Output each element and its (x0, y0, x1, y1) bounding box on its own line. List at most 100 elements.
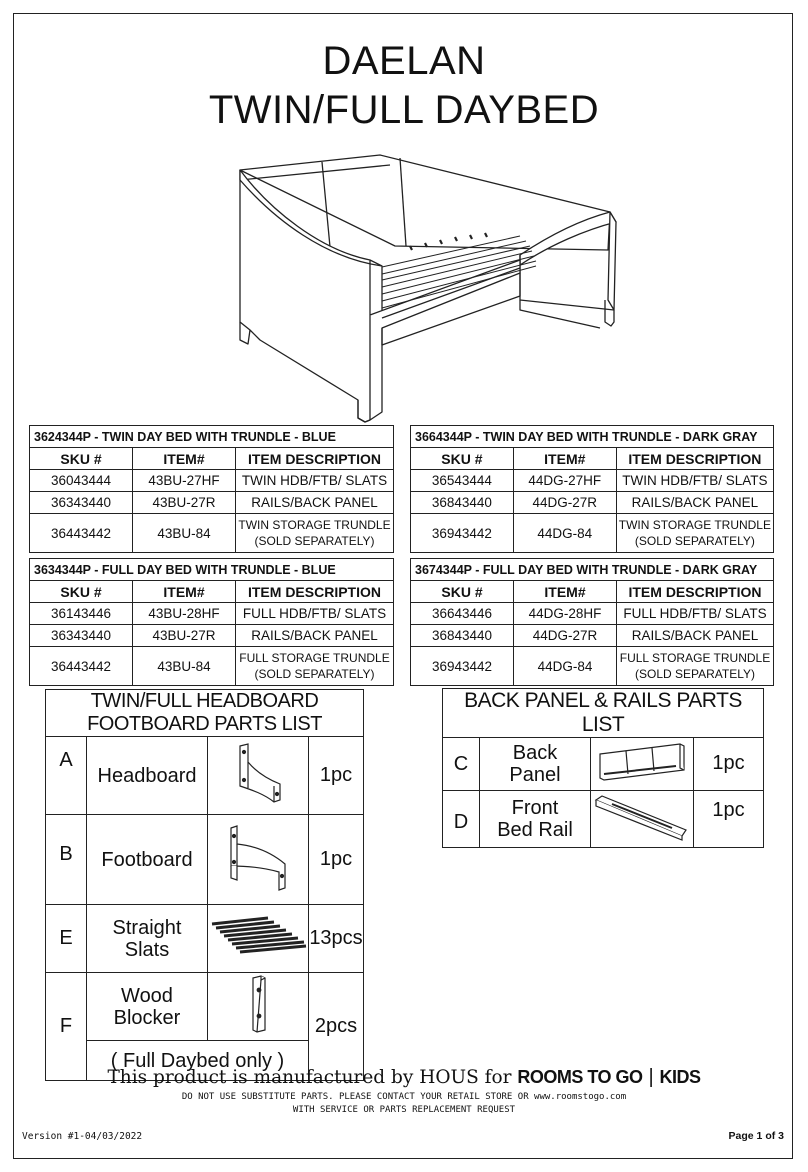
brand-divider: | (648, 1066, 654, 1088)
column-header: SKU # (410, 447, 514, 470)
part-quantity: 1pc (693, 737, 764, 791)
sku-cell: 36843440 (410, 624, 514, 647)
notice-line: DO NOT USE SUBSTITUTE PARTS. PLEASE CONT… (181, 1092, 627, 1102)
description-cell: TWIN STORAGE TRUNDLE (SOLD SEPARATELY) (615, 513, 775, 553)
item-cell: 43BU-27R (132, 491, 236, 514)
column-header: ITEM DESCRIPTION (235, 447, 394, 470)
sku-cell: 36943442 (410, 646, 514, 686)
part-name-line: Straight (112, 916, 182, 939)
hdb-ftb-parts-list: TWIN/FULL HEADBOARD FOOTBOARD PARTS LIST… (45, 689, 364, 1081)
part-letter: A (45, 736, 87, 815)
column-header: ITEM# (512, 447, 617, 470)
sku-cell: 36643446 (410, 602, 514, 625)
part-image-cell (207, 814, 309, 905)
description-line: (SOLD SEPARATELY) (634, 534, 755, 548)
item-cell: 44DG-84 (512, 513, 617, 553)
part-name-line: Front (511, 797, 559, 819)
back-panel-icon (599, 742, 685, 781)
part-letter: D (442, 790, 480, 848)
page-border (13, 13, 793, 1159)
footboard-icon (230, 825, 286, 891)
sku-table-header: 3664344P - TWIN DAY BED WITH TRUNDLE - D… (410, 425, 774, 448)
sku-cell: 36443442 (29, 646, 133, 686)
description-cell: FULL HDB/FTB/ SLATS (235, 602, 394, 625)
item-cell: 44DG-27R (512, 491, 617, 514)
column-header: ITEM# (132, 580, 236, 603)
sku-cell: 36043444 (29, 469, 133, 492)
product-title: TWIN/FULL DAYBED (208, 88, 600, 132)
part-letter: F (45, 972, 87, 1081)
product-name: DAELAN (322, 39, 486, 83)
front-rail-icon (594, 794, 687, 841)
sku-table-twin-blue: 3624344P - TWIN DAY BED WITH TRUNDLE - B… (29, 425, 394, 553)
description-line: (SOLD SEPARATELY) (254, 534, 375, 548)
description-line: (SOLD SEPARATELY) (254, 667, 375, 681)
part-name-line: Bed Rail (497, 819, 573, 841)
sku-table-header: 3634344P - FULL DAY BED WITH TRUNDLE - B… (29, 558, 394, 581)
part-name: Headboard (86, 736, 208, 815)
column-header: SKU # (29, 580, 133, 603)
description-line: TWIN STORAGE TRUNDLE (618, 518, 771, 532)
part-name-line: Panel (509, 764, 561, 786)
sku-cell: 36843440 (410, 491, 514, 514)
part-name: Footboard (86, 814, 208, 905)
parts-list-title: TWIN/FULL HEADBOARD FOOTBOARD PARTS LIST (45, 689, 364, 737)
sku-cell: 36343440 (29, 491, 133, 514)
part-image-cell (207, 904, 309, 973)
part-quantity: 13pcs (308, 904, 364, 973)
description-cell: RAILS/BACK PANEL (615, 491, 775, 514)
parts-list-title: BACK PANEL & RAILS PARTS LIST (442, 688, 764, 738)
description-cell: FULL STORAGE TRUNDLE(SOLD SEPARATELY) (616, 646, 774, 686)
version-text: Version #1-04/03/2022 (22, 1131, 143, 1142)
manufacturer-line: This product is manufactured by HOUS for… (0, 1066, 808, 1089)
part-name-line: Back (512, 742, 558, 764)
column-header: ITEM# (132, 447, 236, 470)
column-header: ITEM DESCRIPTION (615, 447, 775, 470)
description-cell: TWIN STORAGE TRUNDLE(SOLD SEPARATELY) (235, 513, 394, 553)
page-number: Page 1 of 3 (728, 1130, 784, 1142)
description-cell: RAILS/BACK PANEL (235, 624, 394, 647)
description-line: (SOLD SEPARATELY) (634, 667, 756, 681)
brand-kids-logo: KIDS (659, 1067, 702, 1087)
part-name-line: Blocker (113, 1006, 181, 1029)
description-cell: FULL STORAGE TRUNDLE(SOLD SEPARATELY) (235, 646, 394, 686)
item-cell: 43BU-84 (132, 646, 236, 686)
part-quantity: 1pc (308, 736, 364, 815)
part-quantity: 1pc (693, 790, 764, 848)
sku-table-header: 3624344P - TWIN DAY BED WITH TRUNDLE - B… (29, 425, 394, 448)
item-cell: 43BU-27HF (132, 469, 236, 492)
part-name-line: Slats (124, 938, 170, 961)
column-header: SKU # (29, 447, 133, 470)
description-cell: FULL HDB/FTB/ SLATS (616, 602, 774, 625)
sku-table-header: 3674344P - FULL DAY BED WITH TRUNDLE - D… (410, 558, 774, 581)
part-image-cell (207, 972, 309, 1041)
description-cell: TWIN HDB/FTB/ SLATS (235, 469, 394, 492)
part-letter: B (45, 814, 87, 905)
part-quantity: 1pc (308, 814, 364, 905)
item-cell: 44DG-27HF (512, 469, 617, 492)
column-header: SKU # (410, 580, 514, 603)
item-cell: 43BU-84 (132, 513, 236, 553)
sku-cell: 36543444 (410, 469, 514, 492)
part-row: B Footboard 1pc (45, 814, 364, 905)
sku-cell: 36943442 (410, 513, 514, 553)
sku-cell: 36343440 (29, 624, 133, 647)
description-cell: RAILS/BACK PANEL (235, 491, 394, 514)
sku-table-twin-dark-gray: 3664344P - TWIN DAY BED WITH TRUNDLE - D… (410, 425, 775, 553)
column-header: ITEM# (513, 580, 617, 603)
